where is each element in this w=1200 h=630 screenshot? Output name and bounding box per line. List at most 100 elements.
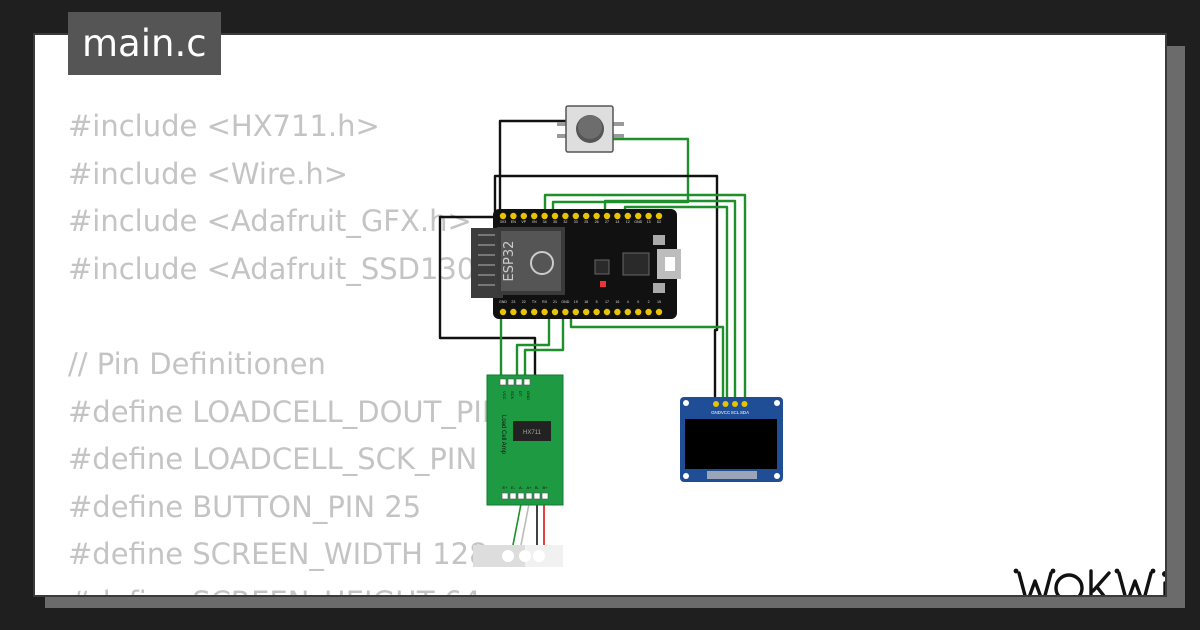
oled-pin-label: SDA <box>740 410 749 415</box>
esp32-pin-label: 32 <box>563 220 567 224</box>
esp32-pin-label: 16 <box>615 300 619 304</box>
esp32-pin-label: EN <box>511 220 516 224</box>
wire-hx-dt <box>523 313 565 378</box>
esp32-pin[interactable] <box>520 212 527 220</box>
esp32-pin[interactable] <box>655 212 663 220</box>
wire-cell-white <box>520 503 530 546</box>
code-line: #include <HX711.h> <box>68 109 380 143</box>
hx711-pin[interactable] <box>523 378 531 386</box>
esp32-pin[interactable] <box>499 212 507 220</box>
hx711-board-label: Load Cell Amp <box>500 415 506 455</box>
esp32-pin[interactable] <box>655 308 663 316</box>
hx711-pin[interactable] <box>533 492 541 500</box>
esp32-pin-label: GND <box>499 300 507 304</box>
esp32-pin[interactable] <box>624 308 631 316</box>
wire-cell-green <box>512 503 522 546</box>
esp32-pin[interactable] <box>603 212 611 220</box>
load-cell[interactable] <box>473 545 563 567</box>
hx711-pin-label: A- <box>519 485 524 490</box>
wire-gnd-loop <box>438 215 537 378</box>
esp32-pin[interactable] <box>624 212 631 220</box>
esp32-pin[interactable] <box>499 308 507 316</box>
push-button[interactable] <box>557 105 624 153</box>
esp32-pin-label: VP <box>521 220 526 224</box>
esp32-pin-label: 19 <box>574 300 578 304</box>
esp32-pin-label: 18 <box>584 300 588 304</box>
esp32-pin-label: 34 <box>543 220 547 224</box>
code-line: #include <Adafruit_GFX.h> <box>68 204 472 239</box>
code-line: #define SCREEN_HEIGHT 64 <box>68 579 546 595</box>
esp32-pin[interactable] <box>635 308 642 316</box>
esp32-pin[interactable] <box>510 308 517 316</box>
esp32-pin[interactable] <box>562 212 569 220</box>
esp32-pin-label: GND <box>634 220 642 224</box>
esp32-pin[interactable] <box>520 308 527 316</box>
esp32-pin-label: GND <box>561 300 569 304</box>
esp32-pin[interactable] <box>562 308 569 316</box>
esp32-pin-label: 27 <box>605 220 609 224</box>
esp32-pin[interactable] <box>541 308 548 316</box>
esp32-pin[interactable] <box>583 308 590 316</box>
oled-pin[interactable] <box>741 401 748 407</box>
hx711-pin[interactable] <box>501 492 509 500</box>
esp32-pin-label: 0 <box>637 300 639 304</box>
wire-oled-vcc <box>543 193 747 402</box>
esp32-pin[interactable] <box>614 212 621 220</box>
hx711-pin[interactable] <box>515 378 523 386</box>
esp32-pin[interactable] <box>551 308 559 316</box>
esp32-pin[interactable] <box>614 308 621 316</box>
esp32-pin[interactable] <box>551 212 559 220</box>
code-preview: #include <HX711.h> #include <Wire.h> #incl… <box>68 103 546 595</box>
esp32-pin[interactable] <box>572 308 579 316</box>
esp32-pin-label: 15 <box>657 300 661 304</box>
oled-pin[interactable] <box>713 401 719 407</box>
hx711-chip-label: HX711 <box>523 430 542 436</box>
esp32-pin[interactable] <box>645 308 652 316</box>
hx711-pin-label: GND <box>526 391 531 400</box>
esp32-pin-label: 4 <box>627 300 629 304</box>
project-card[interactable]: #include <HX711.h> #include <Wire.h> #incl… <box>33 33 1167 597</box>
oled-pin-label: SCL <box>731 410 740 415</box>
hx711-pin[interactable] <box>525 492 533 500</box>
oled-pin[interactable] <box>722 401 729 407</box>
esp32-pin-label: 23 <box>511 300 515 304</box>
oled-pin[interactable] <box>732 401 738 407</box>
hx711-pin[interactable] <box>499 378 507 386</box>
wire-button-gnd <box>498 119 568 217</box>
hx711-pin-label: E+ <box>502 485 508 490</box>
code-line: #include <Wire.h> <box>68 156 349 191</box>
file-name-tab[interactable]: main.c <box>68 12 221 75</box>
esp32-pin[interactable] <box>583 212 590 220</box>
hx711-pin-label: VCC <box>502 391 507 400</box>
hx711-pin-label: SCK <box>510 391 515 400</box>
esp32-pin[interactable] <box>603 308 611 316</box>
esp32-pin[interactable] <box>531 308 538 316</box>
hx711-pin[interactable] <box>517 492 525 500</box>
esp32-pin[interactable] <box>510 212 517 220</box>
esp32-pin-label: 35 <box>553 220 557 224</box>
esp32-pin-label: 25 <box>584 220 588 224</box>
oled-pin-label: GND <box>711 410 721 415</box>
esp32-pin-label: 12 <box>626 220 630 224</box>
esp32-pin-label: 17 <box>605 300 609 304</box>
hx711-pin[interactable] <box>509 492 517 500</box>
esp32-pin[interactable] <box>645 212 652 220</box>
esp32-pin-label: TX <box>532 300 537 304</box>
esp32-pin-label: D2 <box>657 220 662 224</box>
esp32-pin[interactable] <box>541 212 548 220</box>
esp32-pin[interactable] <box>572 212 579 220</box>
hx711-pin[interactable] <box>507 378 515 386</box>
code-line: #define BUTTON_PIN 25 <box>68 489 422 524</box>
esp32-pin[interactable] <box>593 212 600 220</box>
esp32-pin-label: 26 <box>595 220 599 224</box>
esp32-pin[interactable] <box>635 212 642 220</box>
hx711-pin[interactable] <box>541 492 549 500</box>
esp32-pin[interactable] <box>531 212 538 220</box>
hx711-pin-label: E- <box>511 485 516 490</box>
esp32-pin[interactable] <box>593 308 600 316</box>
esp32-pin-label: 5 <box>596 300 598 304</box>
